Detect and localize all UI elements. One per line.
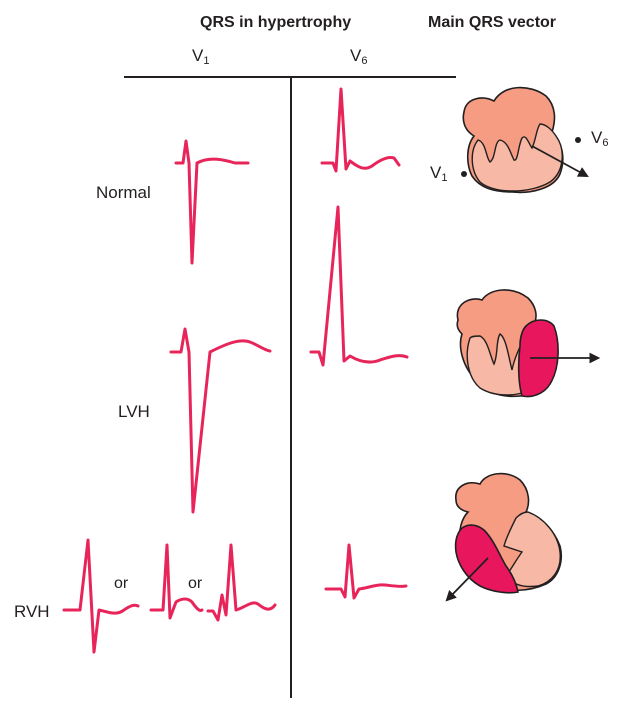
heart-rvh: [445, 472, 562, 602]
heart-normal-inner: [471, 123, 563, 192]
ecg-lvh-v1: [169, 327, 272, 514]
heart-v1-sub: 1: [441, 172, 448, 184]
heart-v1-label: V1: [430, 163, 447, 184]
heart-rvh-vector-arrow: [445, 557, 489, 602]
heart-v6-letter: V: [591, 128, 603, 147]
main-qrs-vector-title: Main QRS vector: [428, 14, 557, 31]
heart-v6-label: V6: [591, 128, 608, 149]
ecg-normal-v1: [174, 139, 250, 265]
heart-normal-v1-dot: [461, 171, 467, 177]
heart-normal-vector-arrow: [531, 145, 589, 178]
lead-v6-letter: V: [350, 46, 362, 65]
lead-v6-sub: 6: [361, 55, 368, 67]
heart-normal: [461, 86, 589, 194]
row-label-lvh: LVH: [118, 402, 150, 421]
heart-v6-sub: 6: [602, 137, 609, 149]
lead-v6-header: V6: [350, 46, 367, 67]
ecg-rvh-v1-b: [149, 543, 204, 620]
row-label-normal: Normal: [96, 183, 151, 202]
lead-v1-sub: 1: [203, 55, 210, 67]
ecg-normal-v6: [320, 87, 401, 173]
heart-lvh-inner: [466, 333, 529, 396]
heart-v1-letter: V: [430, 163, 442, 182]
rvh-or-label-1: or: [114, 575, 129, 592]
rvh-or-label-2: or: [188, 575, 203, 592]
heart-rvh-inner: [503, 511, 561, 588]
row-label-rvh: RVH: [14, 602, 50, 621]
qrs-hypertrophy-title: QRS in hypertrophy: [200, 14, 352, 31]
lead-v1-letter: V: [192, 46, 204, 65]
heart-normal-v6-dot: [575, 137, 581, 143]
ecg-rvh-v1-c: [206, 543, 277, 622]
ecg-lvh-v6: [309, 205, 409, 367]
heart-lvh: [456, 289, 601, 398]
ecg-rvh-v6: [324, 543, 408, 600]
ecg-rvh-v1-a: [62, 538, 140, 654]
lead-v1-header: V1: [192, 46, 209, 67]
